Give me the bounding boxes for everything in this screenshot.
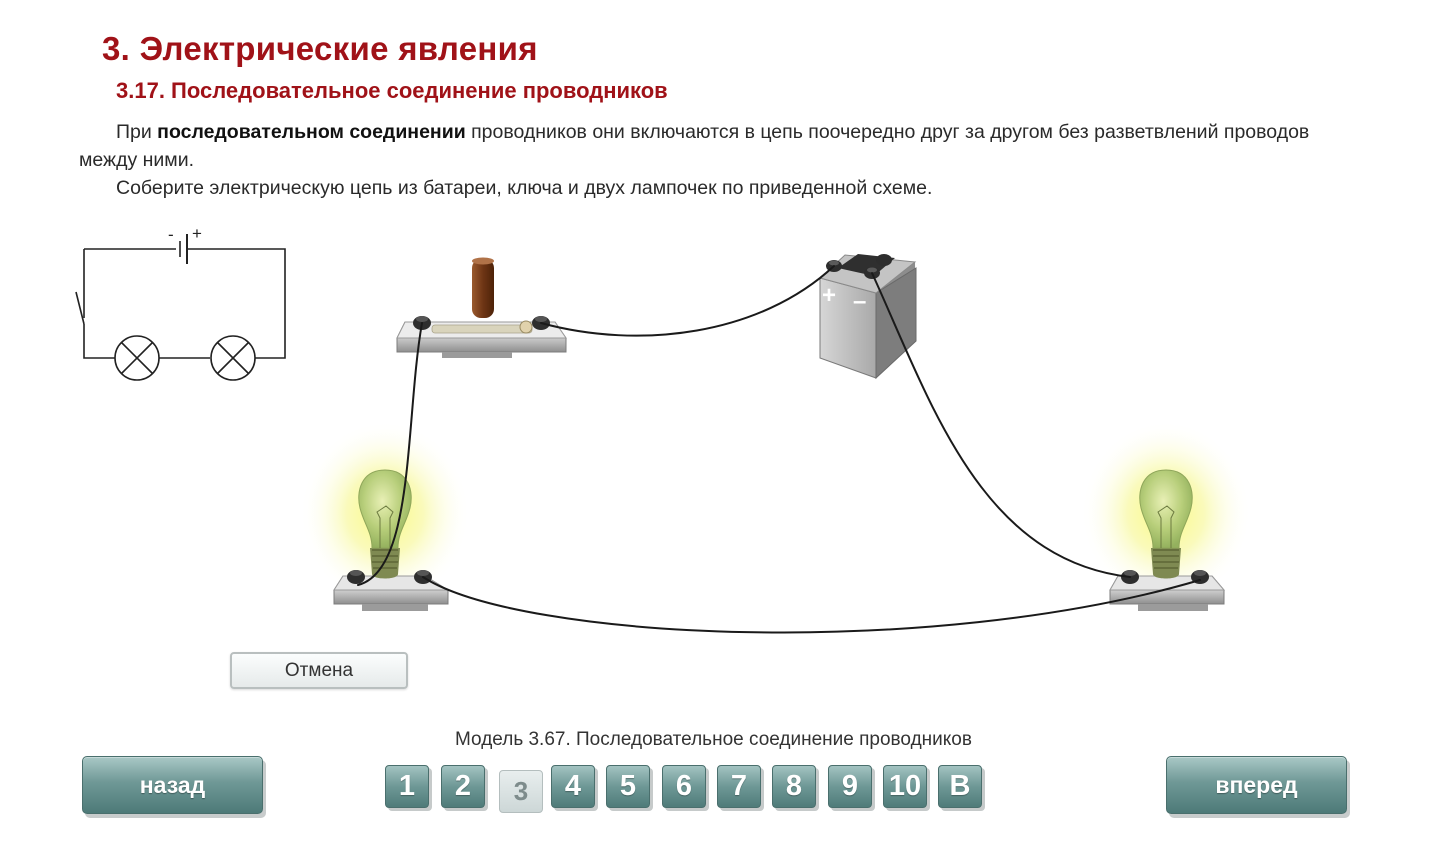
intro-paragraph-2: Соберите электрическую цепь из батареи, … [116, 177, 933, 199]
page-button-5[interactable]: 5 [606, 765, 650, 808]
schematic-lamp-2 [210, 335, 256, 381]
page-button-6[interactable]: 6 [662, 765, 706, 808]
schematic-lamp-2-cross [216, 341, 250, 375]
schematic-minus-sign: - [168, 225, 174, 244]
page-button-8[interactable]: 8 [772, 765, 816, 808]
back-button[interactable]: назад [82, 756, 263, 814]
schematic-wire-right [188, 248, 286, 359]
intro-p1-term: последовательном соединении [157, 121, 466, 143]
page-button-1[interactable]: 1 [385, 765, 429, 808]
battery-plus-label: + [822, 282, 836, 309]
page-button-10[interactable]: 10 [883, 765, 927, 808]
model-caption-text: Модель 3.67. Последовательное соединение… [455, 729, 972, 750]
chapter-title: 3. Электрические явления [102, 30, 538, 67]
page-button-3-active[interactable]: 3 [499, 770, 543, 813]
schematic-lamp-1-cross [120, 341, 154, 375]
cancel-button[interactable]: Отмена [230, 652, 408, 689]
schematic-lamp-1 [114, 335, 160, 381]
knife-switch[interactable] [396, 257, 567, 359]
battery-minus-label: – [853, 288, 866, 315]
lamp-2-bulb [1139, 469, 1193, 549]
wire-switch-to-battery[interactable] [540, 265, 835, 337]
intro-text: При последовательном соединении проводни… [79, 118, 1369, 202]
intro-paragraph-1: При последовательном соединении проводни… [79, 118, 1369, 174]
schematic-wire-left-bottom [83, 324, 115, 359]
forward-button[interactable]: вперед [1166, 756, 1347, 814]
wire-switch-to-lamp-1[interactable] [357, 322, 423, 586]
page-button-9[interactable]: 9 [828, 765, 872, 808]
wire-battery-to-lamp-2[interactable] [871, 272, 1131, 578]
lamp-2-socket [1151, 548, 1181, 579]
switch-blade[interactable] [431, 324, 533, 334]
circuit-schematic [75, 234, 286, 381]
battery[interactable]: + – [818, 254, 917, 380]
page-button-2[interactable]: 2 [441, 765, 485, 808]
switch-handle[interactable] [472, 259, 494, 318]
page-button-4[interactable]: 4 [551, 765, 595, 808]
page-button-7[interactable]: 7 [717, 765, 761, 808]
model-caption: Модель 3.67. Последовательное соединение… [0, 729, 1429, 751]
switch-contact [519, 320, 533, 334]
section-title: 3.17. Последовательное соединение провод… [116, 78, 668, 103]
schematic-plus-sign: + [192, 224, 202, 243]
intro-p1-end: проводников они включаются в цепь поочер… [79, 121, 1310, 171]
page-button-test[interactable]: В [938, 765, 982, 808]
intro-p1-start: При [116, 121, 158, 143]
wire-lamp-1-to-lamp-2[interactable] [422, 576, 1201, 634]
schematic-switch [75, 291, 85, 325]
